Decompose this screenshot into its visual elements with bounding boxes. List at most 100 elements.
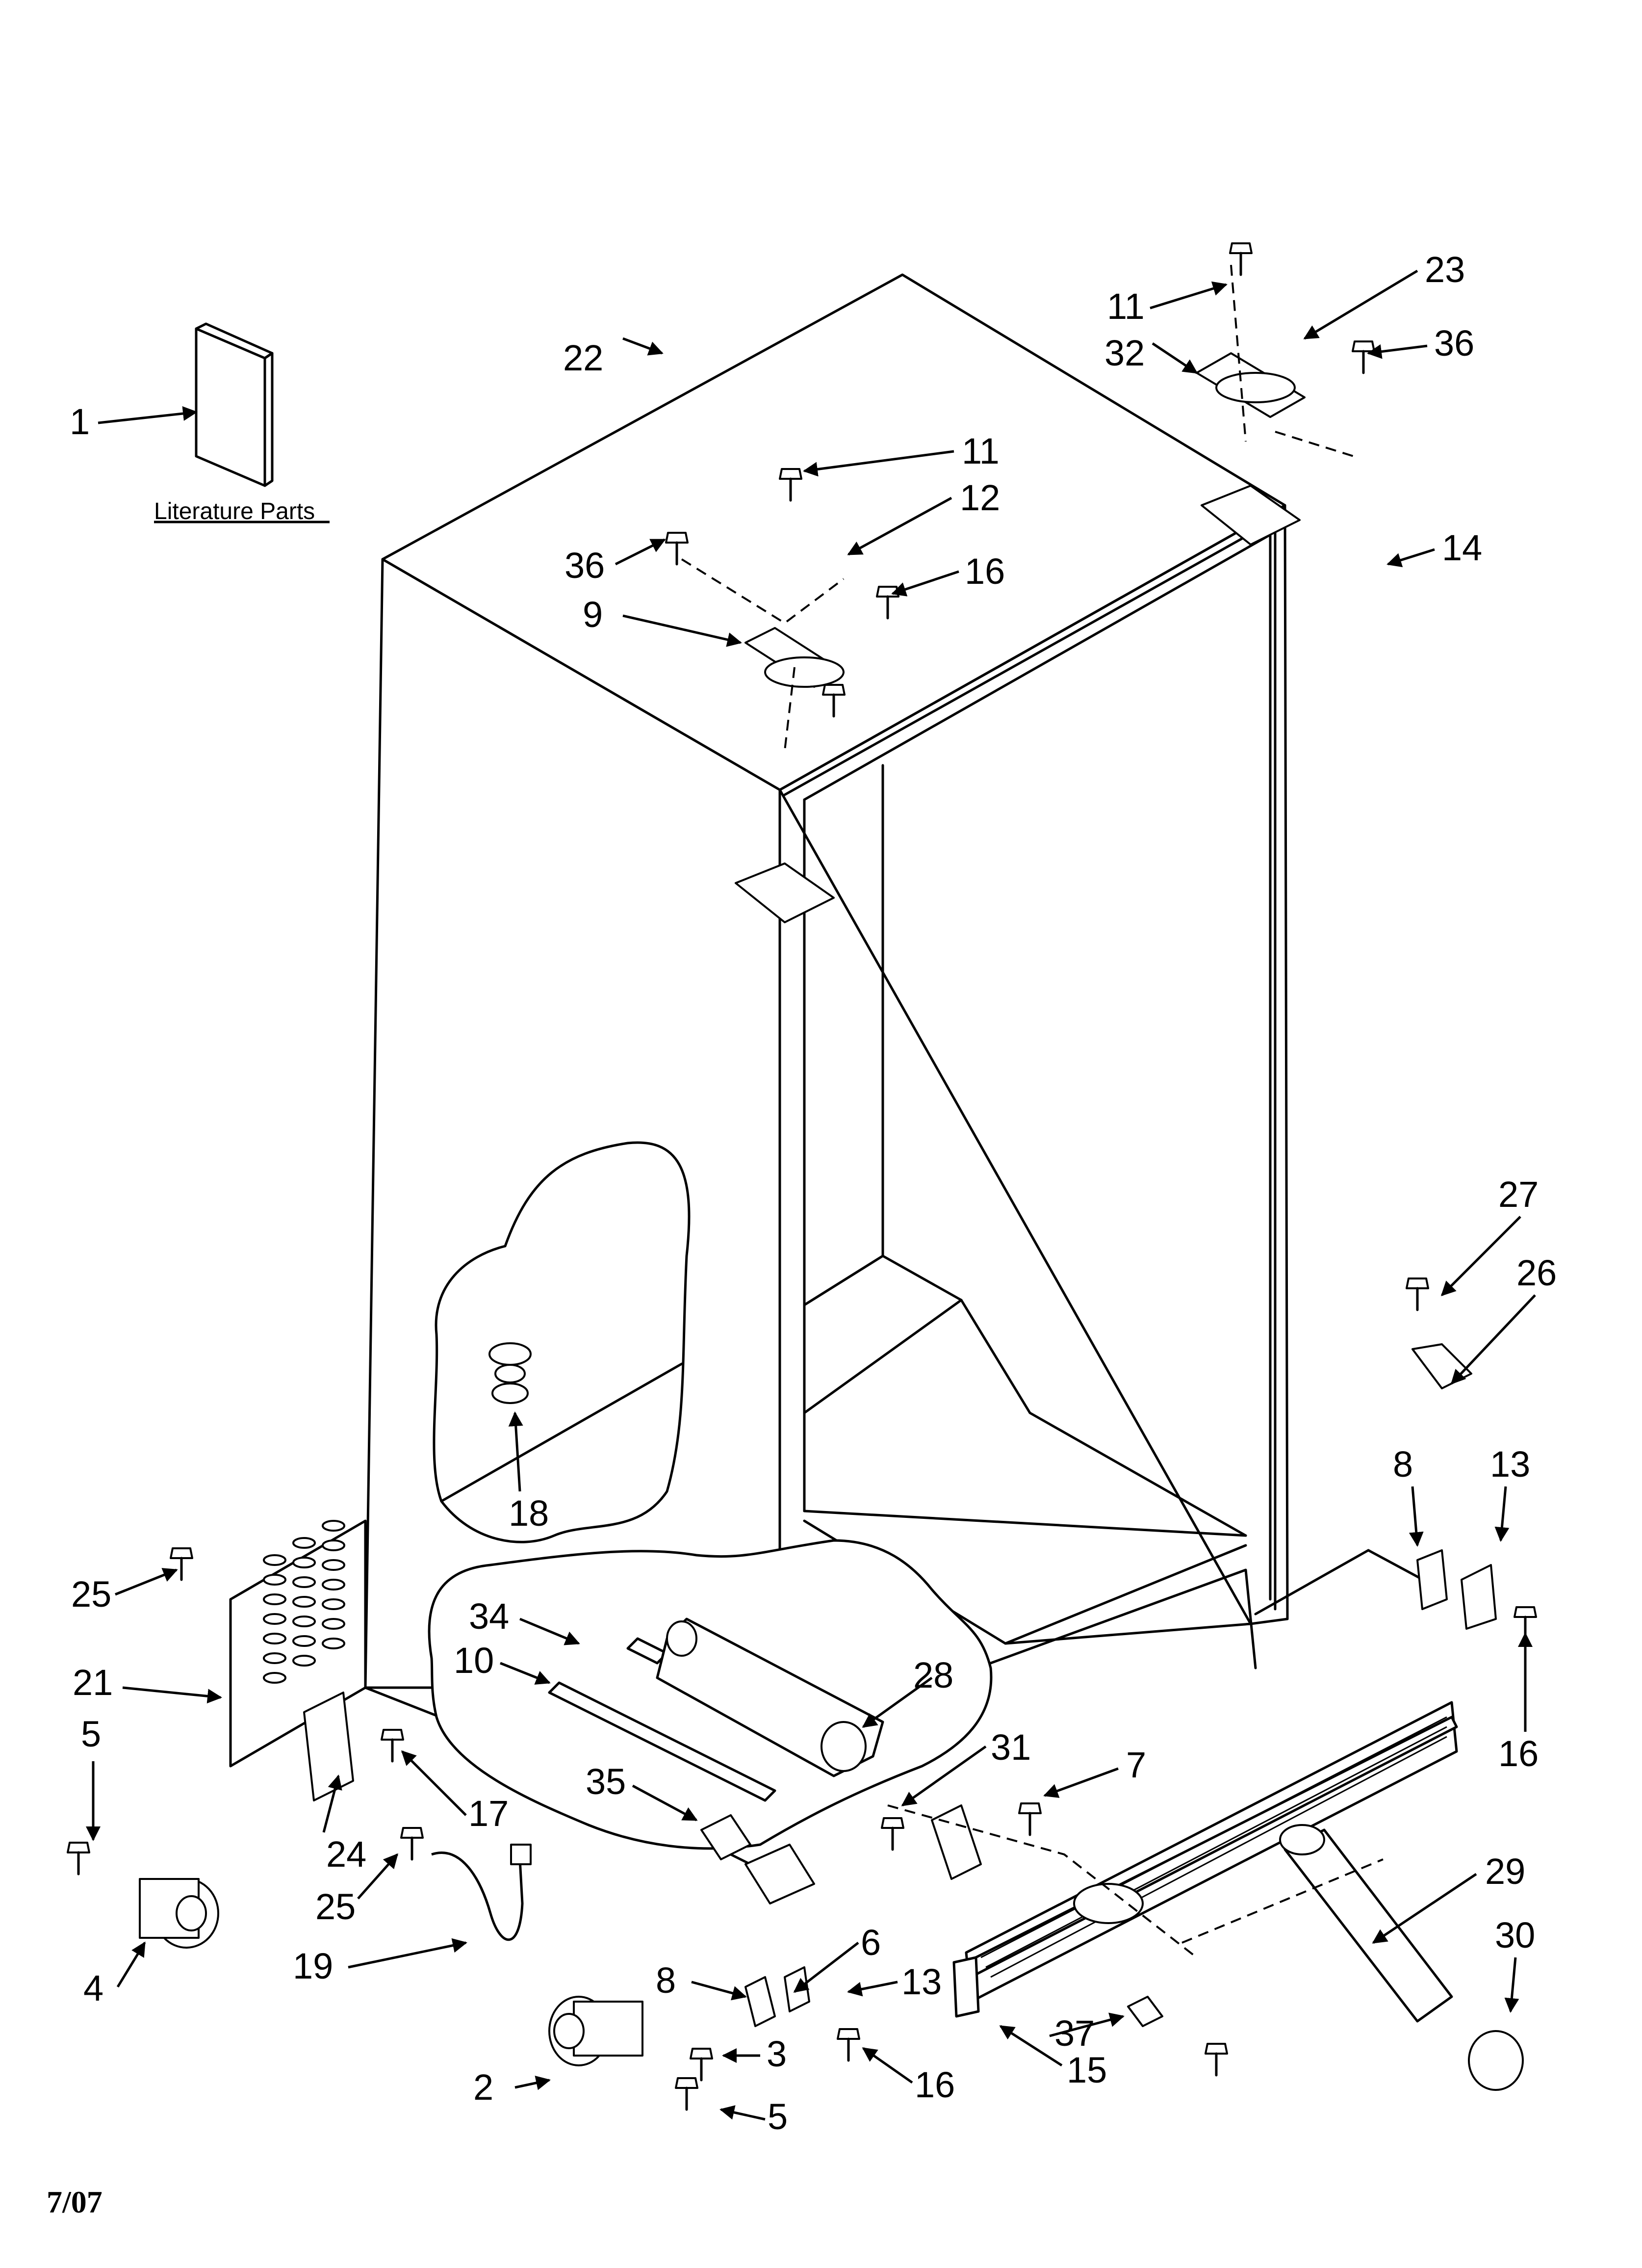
leader-line xyxy=(1152,342,1198,374)
leader-line xyxy=(632,1784,698,1822)
screw xyxy=(837,2028,860,2062)
callout-19: 19 xyxy=(293,1946,333,1986)
top-hinge-left xyxy=(735,627,845,923)
callout-14: 14 xyxy=(1442,527,1482,568)
callout-16-top: 16 xyxy=(965,551,1005,592)
callout-13-bottom: 13 xyxy=(901,1961,942,2002)
grille-slot xyxy=(292,1557,316,1568)
grille-slot xyxy=(292,1596,316,1608)
grille-slot xyxy=(322,1638,345,1649)
leader-line xyxy=(862,2047,913,2084)
leader-line xyxy=(1386,548,1435,568)
screw xyxy=(881,1817,904,1851)
callout-21: 21 xyxy=(73,1662,113,1703)
drain-fitting xyxy=(488,1342,532,1404)
leader-line xyxy=(615,538,666,566)
grille-slot xyxy=(322,1520,345,1532)
callout-18: 18 xyxy=(509,1493,549,1534)
grille-slot xyxy=(263,1574,286,1586)
screw xyxy=(67,1842,90,1876)
leader-line xyxy=(1367,344,1428,359)
callout-7: 7 xyxy=(1126,1745,1146,1785)
grille-slot xyxy=(292,1576,316,1588)
small-parts xyxy=(303,1343,1497,2027)
callout-15: 15 xyxy=(1067,2050,1107,2090)
callout-5-left: 5 xyxy=(81,1714,101,1754)
leader-line xyxy=(98,406,198,424)
screw xyxy=(675,2077,698,2111)
leader-line xyxy=(847,1981,898,1997)
leader-line xyxy=(508,1411,523,1492)
leader-line xyxy=(401,1750,467,1816)
callout-22: 22 xyxy=(563,338,603,378)
literature-parts: Literature Parts xyxy=(154,322,330,524)
fill-tube xyxy=(548,1637,776,1802)
leader-line xyxy=(1450,1294,1536,1385)
callout-25-bottom: 25 xyxy=(315,1886,356,1927)
leader-line xyxy=(357,1853,398,1900)
leader-line xyxy=(622,614,742,647)
screw xyxy=(1229,242,1253,276)
top-hinge-right xyxy=(1196,352,1306,546)
callout-35: 35 xyxy=(586,1761,626,1802)
callout-2: 2 xyxy=(473,2067,493,2108)
callout-29: 29 xyxy=(1485,1851,1525,1892)
screw xyxy=(779,468,802,502)
callout-3: 3 xyxy=(767,2033,787,2074)
literature-caption: Literature Parts xyxy=(154,498,315,524)
leader-line xyxy=(1043,1767,1119,1798)
filter-cartridge xyxy=(1279,1824,1524,2091)
leader-line xyxy=(999,2025,1063,2067)
grille-slot xyxy=(263,1613,286,1625)
grille-slot xyxy=(322,1598,345,1610)
callout-9: 9 xyxy=(583,594,603,635)
callout-37: 37 xyxy=(1054,2013,1095,2054)
screw xyxy=(1205,2043,1228,2077)
callout-24: 24 xyxy=(326,1834,366,1875)
dispenser-housing xyxy=(656,1617,884,1777)
leader-line xyxy=(1150,281,1228,310)
grille-slot xyxy=(322,1539,345,1551)
screw xyxy=(1352,340,1375,374)
screw xyxy=(170,1547,193,1581)
screw xyxy=(400,1827,424,1861)
leader-line xyxy=(803,450,954,477)
screw xyxy=(690,2048,713,2082)
leader-line xyxy=(862,1676,933,1728)
grille-slot xyxy=(292,1635,316,1647)
leader-line xyxy=(322,1774,342,1833)
leader-lines xyxy=(86,269,1536,2121)
grille-slot xyxy=(263,1593,286,1605)
screw xyxy=(822,684,846,718)
leader-line xyxy=(115,1568,178,1596)
callout-36-right: 36 xyxy=(1434,323,1474,364)
leader-line xyxy=(122,1686,222,1704)
callout-6: 6 xyxy=(861,1922,881,1963)
leader-line xyxy=(1372,1873,1477,1944)
callout-32: 32 xyxy=(1104,333,1145,373)
grille-slot xyxy=(263,1633,286,1644)
grille-slot xyxy=(263,1652,286,1664)
grille-slot xyxy=(322,1618,345,1630)
leader-line xyxy=(1504,1957,1519,2013)
callout-4: 4 xyxy=(83,1968,103,2008)
callout-12: 12 xyxy=(960,477,1000,518)
callout-16-right: 16 xyxy=(1498,1733,1539,1774)
screw xyxy=(381,1729,404,1763)
roller-rear xyxy=(139,1878,219,1949)
alignment-lines xyxy=(681,264,1384,1958)
water-line xyxy=(431,1844,532,1941)
toe-grille xyxy=(952,1701,1458,2018)
callout-16-bottom: 16 xyxy=(915,2064,955,2105)
leader-line xyxy=(348,1938,467,1969)
grille-slot xyxy=(292,1655,316,1667)
screw xyxy=(665,532,689,566)
grille-slot xyxy=(322,1559,345,1571)
grille-slot xyxy=(292,1616,316,1627)
leader-line xyxy=(1303,269,1418,340)
callout-34: 34 xyxy=(469,1596,509,1637)
grille-slot xyxy=(292,1537,316,1549)
leader-line xyxy=(1494,1486,1510,1542)
leader-line xyxy=(1440,1216,1521,1297)
